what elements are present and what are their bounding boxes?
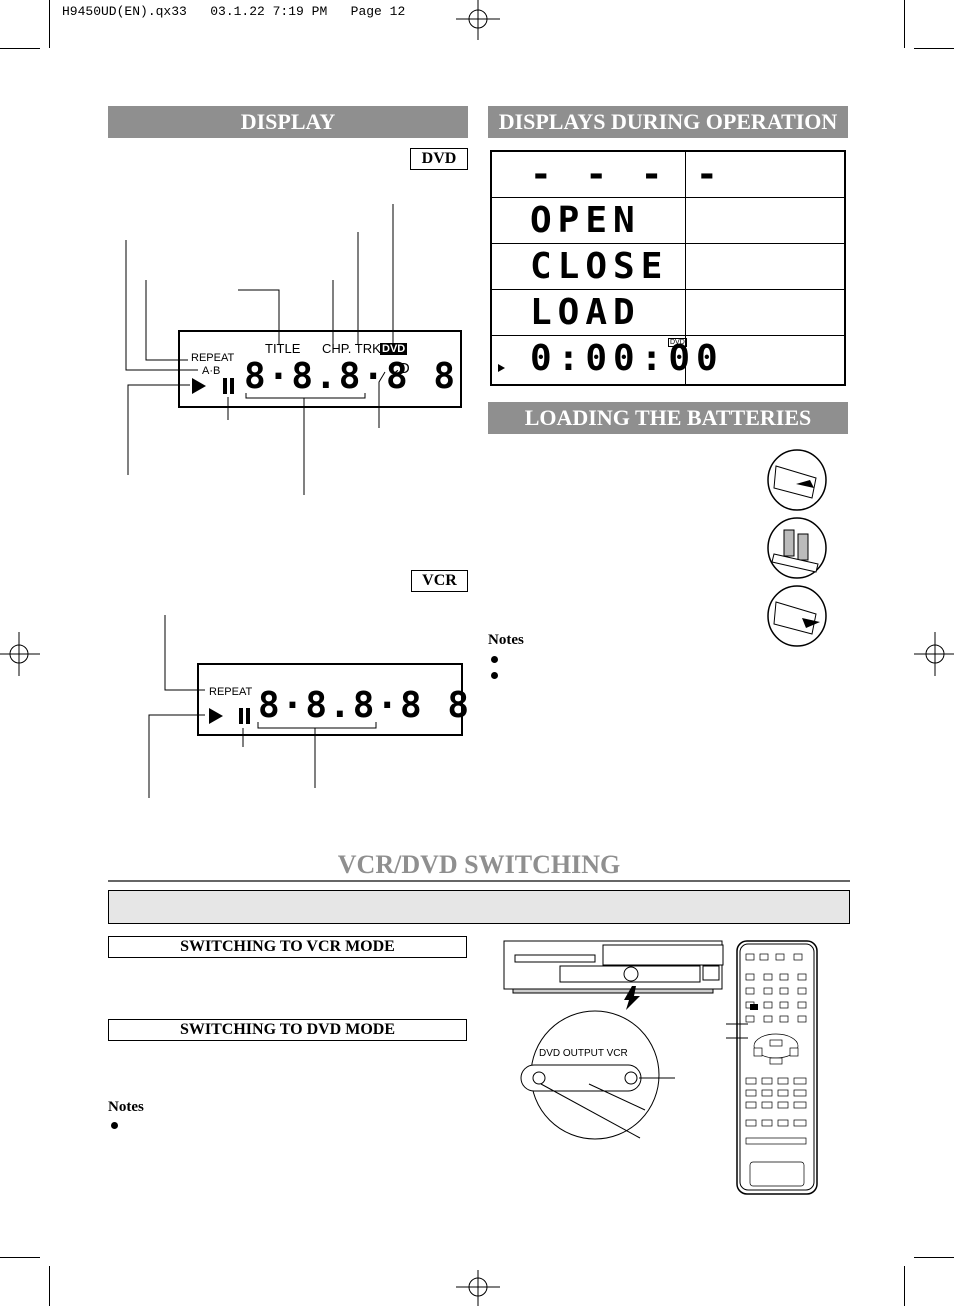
switching-dvd-mode-label: SWITCHING TO DVD MODE xyxy=(108,1019,467,1041)
crop-mark xyxy=(49,1266,50,1306)
dvd-lcd-dvd-badge: DVD xyxy=(380,343,408,355)
operation-row-digits: OPEN xyxy=(530,200,641,241)
dvd-lcd-chp-trk: CHP. TRK. xyxy=(322,341,385,356)
dvd-lcd-ab: A·B xyxy=(202,365,221,377)
bullet-icon xyxy=(111,1122,118,1129)
operation-row-digits: CLOSE xyxy=(530,246,669,287)
battery-step-3-image xyxy=(767,585,827,647)
operation-row-digits: 0:00:00 xyxy=(530,338,724,379)
crop-mark xyxy=(914,48,954,49)
arrow-down-icon xyxy=(624,986,640,1010)
operation-row: CLOSE xyxy=(492,244,844,290)
output-caption: DVD OUTPUT VCR xyxy=(539,1048,628,1059)
crop-mark xyxy=(0,1257,40,1258)
operation-section-title: DISPLAYS DURING OPERATION xyxy=(488,106,848,138)
switching-section-title: VCR/DVD SWITCHING xyxy=(337,850,621,879)
play-icon xyxy=(192,378,206,394)
dvd-lcd-cd: CD xyxy=(388,360,410,377)
switching-divider xyxy=(108,880,850,882)
switching-notes-heading: Notes xyxy=(108,1099,144,1115)
file-info-header: H9450UD(EN).qx33 03.1.22 7:19 PM Page 12 xyxy=(62,4,406,19)
batteries-section-title: LOADING THE BATTERIES xyxy=(488,402,848,434)
pause-icon xyxy=(223,378,235,394)
dvd-callout-lines xyxy=(125,204,394,495)
bullet-icon xyxy=(491,656,498,663)
switching-banner xyxy=(108,890,850,924)
crop-mark xyxy=(914,1257,954,1258)
display-section-title: DISPLAY xyxy=(108,106,468,138)
operation-row: OPEN xyxy=(492,198,844,244)
operation-row: - - - - xyxy=(492,152,844,198)
operation-dvd-badge: DVD xyxy=(668,338,687,347)
crop-mark xyxy=(0,48,40,49)
vcr-lcd-digits: 8·8.8·8 8 xyxy=(258,685,472,726)
registration-mark-left xyxy=(0,632,40,676)
registration-mark-bottom xyxy=(456,1270,500,1306)
batteries-notes-heading: Notes xyxy=(488,632,524,648)
crop-mark xyxy=(49,0,50,48)
registration-mark-top xyxy=(456,0,500,40)
dvd-lcd-panel xyxy=(178,330,462,408)
dvd-lcd-repeat: REPEAT xyxy=(191,352,235,364)
vcr-play-icon xyxy=(209,708,223,724)
operation-row: 0:00:00 DVD xyxy=(492,336,844,382)
vcr-pause-icon xyxy=(239,708,251,724)
crop-mark xyxy=(904,1266,905,1306)
operation-row-digits: - - - - xyxy=(530,154,724,195)
bullet-icon xyxy=(491,672,498,679)
remote-control-image xyxy=(726,940,818,1195)
switching-vcr-mode-label: SWITCHING TO VCR MODE xyxy=(108,936,467,958)
operation-row: LOAD xyxy=(492,290,844,336)
vcr-label: VCR xyxy=(411,570,468,592)
play-icon xyxy=(498,364,505,372)
dvd-label: DVD xyxy=(410,148,468,170)
vcr-callout-lines xyxy=(148,615,377,798)
battery-step-1-image xyxy=(767,449,827,511)
dvd-lcd-title: TITLE xyxy=(265,341,301,356)
dvd-lcd-digits: 8·8.8·8 8 xyxy=(244,356,458,397)
crop-mark xyxy=(904,0,905,48)
battery-step-2-image xyxy=(767,517,827,579)
output-button-zoom-image xyxy=(520,1010,675,1140)
vcr-lcd-repeat: REPEAT xyxy=(209,686,253,698)
vcr-dvd-player-image xyxy=(503,940,724,994)
operation-display-table: - - - - OPEN CLOSE LOAD 0:00:00 DVD xyxy=(490,150,846,386)
operation-row-digits: LOAD xyxy=(530,292,641,333)
registration-mark-right xyxy=(914,632,954,676)
